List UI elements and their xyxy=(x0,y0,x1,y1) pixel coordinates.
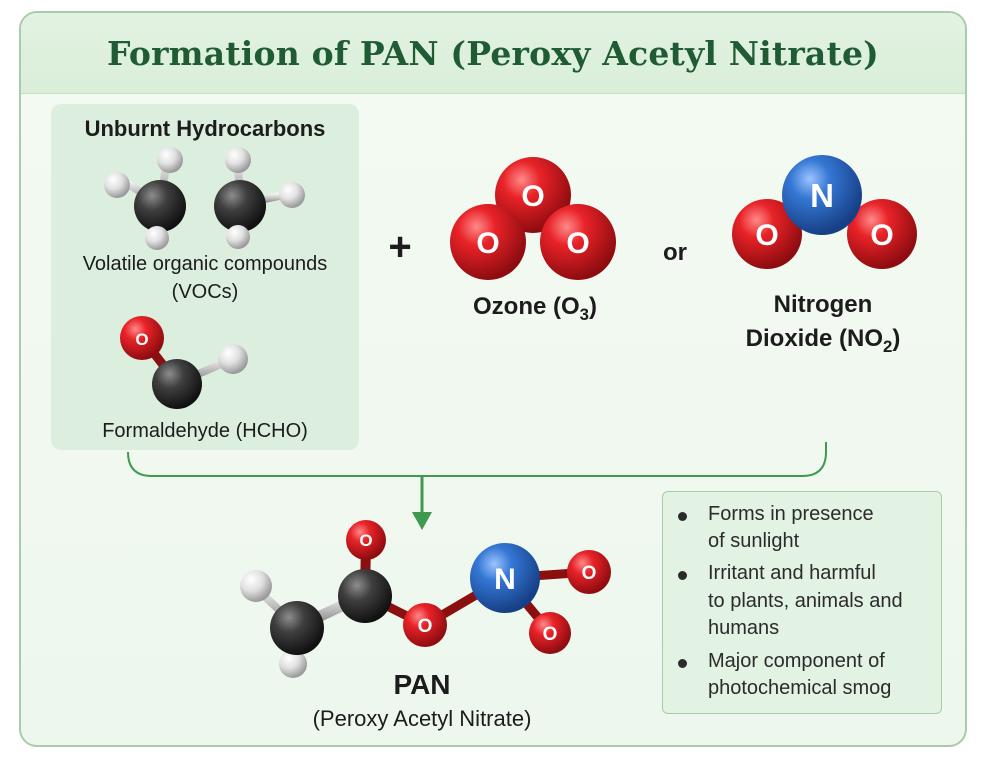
notes-panel xyxy=(662,491,942,714)
atom-label: N xyxy=(810,177,834,214)
no2-molecule xyxy=(732,155,917,269)
note-text: humans xyxy=(708,617,780,639)
hydrocarbons-heading: Unburnt Hydrocarbons xyxy=(84,116,326,141)
atom-label: O xyxy=(543,624,558,645)
pan-full-name: (Peroxy Acetyl Nitrate) xyxy=(312,706,532,731)
atom-label: O xyxy=(582,563,597,584)
formaldehyde-label: Formaldehyde (HCHO) xyxy=(102,420,308,442)
note-text: Irritant and harmful xyxy=(708,562,876,584)
voc-molecule xyxy=(104,147,305,250)
reaction-arrowhead xyxy=(412,512,432,530)
bullet-dot xyxy=(678,571,687,580)
atom-labels: O O O O O O N O O O O N xyxy=(135,177,893,645)
title-bar: Formation of PAN (Peroxy Acetyl Nitrate) xyxy=(21,13,965,94)
bullet-dot xyxy=(678,659,687,668)
bullet-dot xyxy=(678,512,687,521)
note-text: photochemical smog xyxy=(708,677,892,699)
pan-molecule xyxy=(240,520,611,678)
atom-label: O xyxy=(755,219,778,252)
atom-label: O xyxy=(359,531,372,550)
atom-label: O xyxy=(418,616,433,637)
voc-label-line2: (VOCs) xyxy=(171,281,239,303)
reaction-bracket xyxy=(127,442,827,477)
or-label: or xyxy=(663,239,687,266)
note-text: of sunlight xyxy=(708,530,800,552)
no2-label-line2: Dioxide (NO2) xyxy=(745,325,901,356)
ozone-molecule xyxy=(450,157,616,280)
note-text: Major component of xyxy=(708,650,885,672)
atom-label: O xyxy=(521,180,544,213)
voc-label-line1: Volatile organic compounds xyxy=(82,253,328,275)
note-text: Forms in presence xyxy=(708,503,874,525)
atom-label: O xyxy=(476,227,499,260)
formaldehyde-molecule xyxy=(120,316,248,409)
note-text: to plants, animals and xyxy=(708,590,903,612)
atom-label: O xyxy=(870,219,893,252)
ozone-label: Ozone (O3) xyxy=(472,293,597,324)
atom-label: O xyxy=(566,227,589,260)
pan-label: PAN xyxy=(393,669,451,700)
page-title: Formation of PAN (Peroxy Acetyl Nitrate) xyxy=(107,33,879,73)
hydrocarbons-panel xyxy=(51,104,359,450)
atom-label: N xyxy=(494,563,516,596)
no2-label-line1: Nitrogen xyxy=(773,291,873,318)
atom-label: O xyxy=(135,330,148,349)
plus-sign: + xyxy=(388,225,412,269)
